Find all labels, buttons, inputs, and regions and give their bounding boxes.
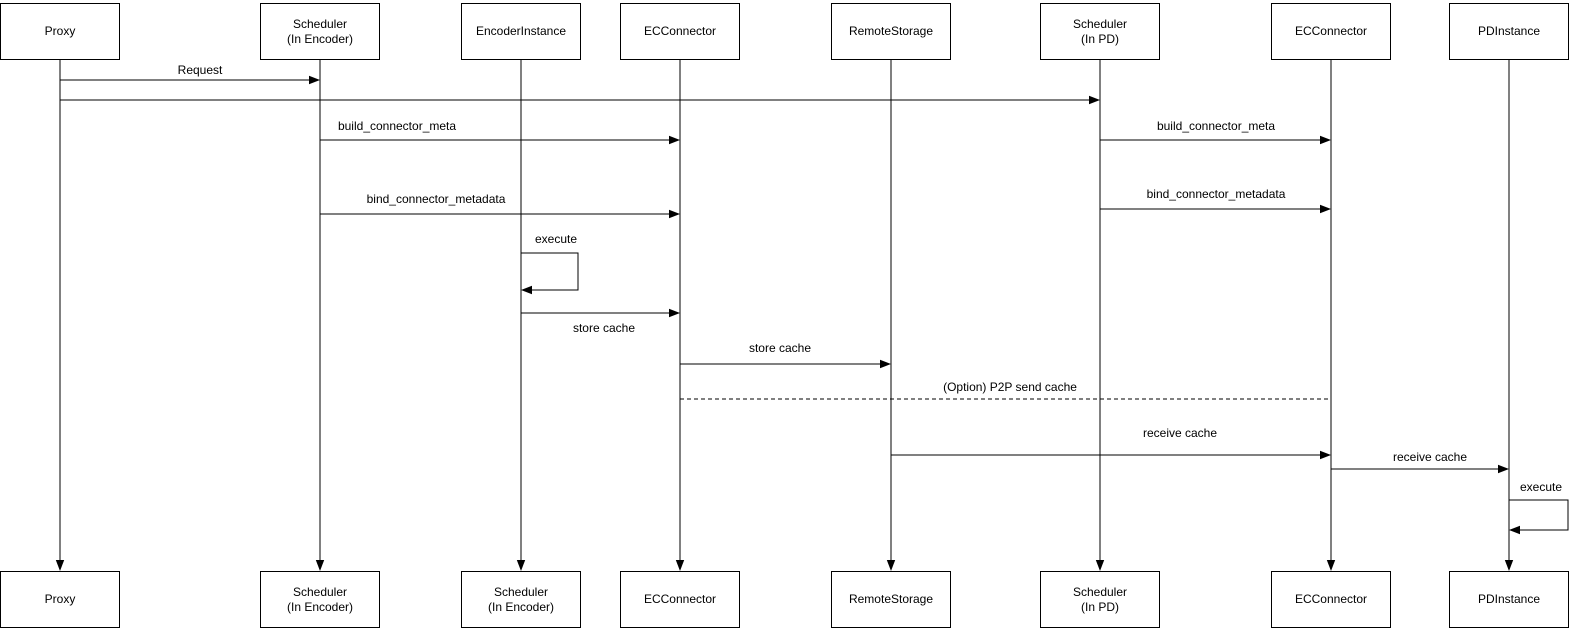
participant-box-bottom-encoder-instance: Scheduler(In Encoder) bbox=[461, 571, 581, 628]
lifeline-end-arrow-ec-connector-encoder bbox=[675, 560, 685, 571]
message-arrowhead-receive-cache bbox=[1320, 450, 1331, 460]
message-arrowhead-bind-connector-metadata bbox=[1320, 204, 1331, 214]
message-label-bind-connector-metadata: bind_connector_metadata bbox=[366, 192, 506, 206]
participant-label: RemoteStorage bbox=[848, 24, 934, 38]
participant-box-top-proxy: Proxy bbox=[0, 3, 120, 60]
participant-box-bottom-pd-instance: PDInstance bbox=[1449, 571, 1569, 628]
message-arrowhead-store-cache bbox=[669, 308, 680, 318]
participant-label: (In PD) bbox=[1080, 599, 1119, 614]
participant-box-bottom-ec-connector-encoder: ECConnector bbox=[620, 571, 740, 628]
lifeline-end-arrow-pd-instance bbox=[1504, 560, 1514, 571]
lifeline-end-arrow-proxy bbox=[55, 560, 65, 571]
self-loop-label-execute-0: execute bbox=[534, 232, 578, 246]
participant-label: ECConnector bbox=[1294, 592, 1368, 606]
self-loop-line-execute-1 bbox=[1509, 499, 1569, 531]
participant-label: ECConnector bbox=[643, 592, 717, 606]
message-arrowhead-build-connector-meta bbox=[669, 135, 680, 145]
message-arrowhead-store-cache bbox=[880, 359, 891, 369]
message-label-option-p2p-send-cache: (Option) P2P send cache bbox=[943, 380, 1077, 394]
lifeline-end-arrow-ec-connector-pd bbox=[1326, 560, 1336, 571]
participant-box-bottom-proxy: Proxy bbox=[0, 571, 120, 628]
participant-label: PDInstance bbox=[1477, 592, 1541, 606]
participant-box-bottom-remote-storage: RemoteStorage bbox=[831, 571, 951, 628]
lifeline-end-arrow-remote-storage bbox=[886, 560, 896, 571]
message-arrowhead-unlabeled bbox=[1089, 95, 1100, 105]
self-loop-label-execute-1: execute bbox=[1519, 480, 1563, 494]
participant-box-bottom-scheduler-in-encoder: Scheduler(In Encoder) bbox=[260, 571, 380, 628]
participant-label: Scheduler bbox=[292, 16, 348, 31]
participant-box-top-remote-storage: RemoteStorage bbox=[831, 3, 951, 60]
message-arrowhead-bind-connector-metadata bbox=[669, 209, 680, 219]
participant-label: Proxy bbox=[44, 592, 76, 606]
lifeline-end-arrow-encoder-instance bbox=[516, 560, 526, 571]
participant-box-bottom-scheduler-in-pd: Scheduler(In PD) bbox=[1040, 571, 1160, 628]
self-loop-arrowhead-execute-1 bbox=[1509, 525, 1520, 535]
participant-label: ECConnector bbox=[1294, 24, 1368, 38]
participant-box-top-ec-connector-pd: ECConnector bbox=[1271, 3, 1391, 60]
message-label-bind-connector-metadata: bind_connector_metadata bbox=[1146, 187, 1286, 201]
message-label-receive-cache: receive cache bbox=[1392, 450, 1468, 464]
participant-label: Scheduler bbox=[493, 584, 549, 599]
participant-label: Scheduler bbox=[1072, 584, 1128, 599]
message-label-build-connector-meta: build_connector_meta bbox=[1156, 119, 1276, 133]
participant-label: (In Encoder) bbox=[286, 599, 354, 614]
participant-label: Proxy bbox=[44, 24, 76, 38]
participant-box-top-scheduler-in-pd: Scheduler(In PD) bbox=[1040, 3, 1160, 60]
message-arrowhead-request bbox=[309, 75, 320, 85]
message-label-store-cache: store cache bbox=[572, 321, 636, 335]
participant-box-top-encoder-instance: EncoderInstance bbox=[461, 3, 581, 60]
message-arrowhead-receive-cache bbox=[1498, 464, 1509, 474]
participant-label: Scheduler bbox=[292, 584, 348, 599]
participant-label: ECConnector bbox=[643, 24, 717, 38]
message-arrowhead-build-connector-meta bbox=[1320, 135, 1331, 145]
participant-label: (In PD) bbox=[1080, 31, 1119, 46]
participant-label: (In Encoder) bbox=[286, 31, 354, 46]
participant-box-top-ec-connector-encoder: ECConnector bbox=[620, 3, 740, 60]
lifeline-end-arrow-scheduler-in-encoder bbox=[315, 560, 325, 571]
message-label-store-cache: store cache bbox=[748, 341, 812, 355]
message-label-receive-cache: receive cache bbox=[1142, 426, 1218, 440]
participant-label: PDInstance bbox=[1477, 24, 1541, 38]
lifeline-end-arrow-scheduler-in-pd bbox=[1095, 560, 1105, 571]
participant-label: (In Encoder) bbox=[487, 599, 555, 614]
message-label-build-connector-meta: build_connector_meta bbox=[337, 119, 457, 133]
self-loop-line-execute-0 bbox=[521, 252, 579, 291]
participant-box-top-pd-instance: PDInstance bbox=[1449, 3, 1569, 60]
participant-label: RemoteStorage bbox=[848, 592, 934, 606]
message-label-request: Request bbox=[177, 63, 223, 77]
self-loop-arrowhead-execute-0 bbox=[521, 285, 532, 295]
participant-box-top-scheduler-in-encoder: Scheduler(In Encoder) bbox=[260, 3, 380, 60]
participant-label: EncoderInstance bbox=[475, 24, 567, 38]
participant-box-bottom-ec-connector-pd: ECConnector bbox=[1271, 571, 1391, 628]
participant-label: Scheduler bbox=[1072, 16, 1128, 31]
